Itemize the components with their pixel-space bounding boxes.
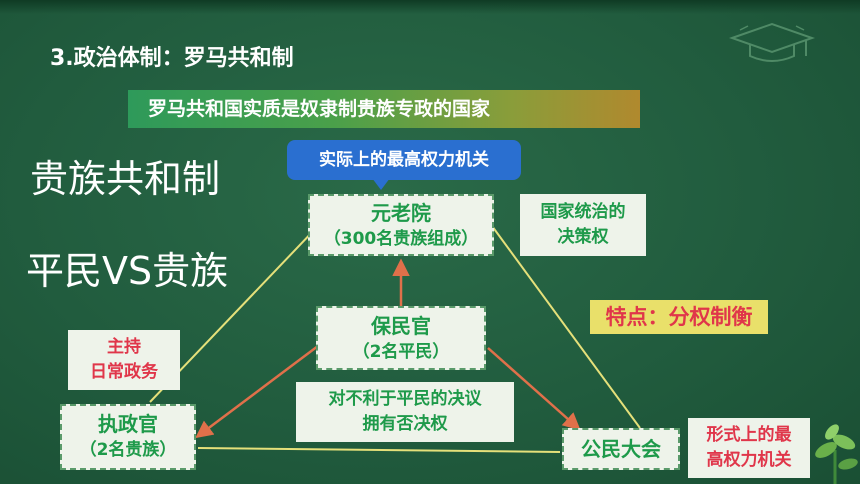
essence-banner: 罗马共和国实质是奴隶制贵族专政的国家 [128,90,640,128]
note-tribune-veto-line1: 对不利于平民的决议 [328,389,482,409]
callout-actual-supreme-power: 实际上的最高权力机关 [287,140,521,180]
line-senate-assembly [491,225,641,429]
graduation-cap-icon [728,22,816,62]
page-title: 3.政治体制：罗马共和制 [50,46,294,71]
node-senate: 元老院 （300名贵族组成） [308,194,494,256]
note-assembly-formal-line2: 高权力机关 [706,450,792,470]
node-consul: 执政官 （2名贵族） [60,404,196,470]
node-senate-detail: （300名贵族组成） [323,229,479,249]
heading-plebeians-vs-patricians: 平民VS贵族 [26,249,229,293]
note-senate-power-line1: 国家统治的 [540,202,626,222]
note-consul-duty-line2: 日常政务 [90,362,158,382]
note-senate-power: 国家统治的 决策权 [520,194,646,256]
top-shadow-band [0,0,860,14]
node-senate-title: 元老院 [371,201,431,225]
note-senate-power-line2: 决策权 [557,227,609,247]
node-tribune-detail: （2名平民） [352,342,450,362]
node-consul-detail: （2名贵族） [79,440,177,460]
note-tribune-veto: 对不利于平民的决议 拥有否决权 [296,382,514,442]
node-tribune: 保民官 （2名平民） [316,306,486,370]
heading-aristocratic-republic: 贵族共和制 [30,157,221,201]
arrow-tribune-assembly [487,347,581,431]
node-consul-title: 执政官 [98,412,158,436]
note-assembly-formal-line1: 形式上的最 [706,425,792,445]
line-consul-assembly [197,447,561,453]
note-tribune-veto-line2: 拥有否决权 [362,414,448,434]
note-assembly-formal: 形式上的最 高权力机关 [688,418,810,478]
node-tribune-title: 保民官 [371,314,431,338]
note-consul-duty-line1: 主持 [107,337,141,357]
plant-icon [815,424,858,484]
arrow-tribune-consul [195,345,319,439]
node-assembly-title: 公民大会 [581,437,661,461]
note-consul-duty: 主持 日常政务 [68,330,180,390]
trait-separation-of-powers: 特点：分权制衡 [590,300,768,334]
node-assembly: 公民大会 [562,428,680,470]
callout-tail [372,178,390,190]
